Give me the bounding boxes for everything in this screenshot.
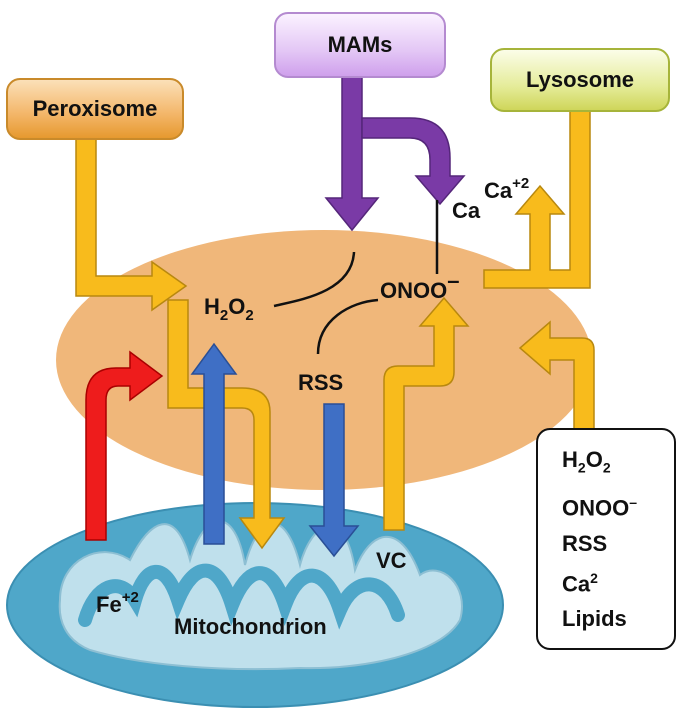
blue-arrow-rss-down (308, 403, 360, 558)
mams-label: MAMs (327, 32, 393, 57)
peroxisome-box: Peroxisome (6, 78, 184, 140)
yellow-arrow-to-mito (167, 299, 286, 550)
mitochondrion-shape (6, 502, 504, 708)
mams-arrow-down (324, 73, 380, 232)
legend-item-lipids: Lipids (562, 606, 627, 632)
label-onoo: ONOO– (380, 268, 459, 303)
lysosome-box: Lysosome (490, 48, 670, 112)
label-mitochondrion: Mitochondrion (174, 614, 327, 639)
label-vc: VC (376, 548, 407, 573)
legend-item-onoo: ONOO– (562, 494, 638, 521)
legend-item-ca: Ca2 (562, 569, 598, 597)
peroxisome-arrow (75, 135, 188, 312)
lysosome-label: Lysosome (525, 67, 634, 92)
red-arrow-fe (85, 350, 164, 541)
mams-arrow-branch (361, 117, 466, 206)
legend-arrow (518, 320, 595, 431)
connector-h2o2 (273, 251, 356, 308)
label-h2o2: H2O2 (204, 294, 254, 324)
blue-arrow-up (190, 342, 238, 545)
legend-box: H2O2 ONOO– RSS Ca2 Lipids (536, 428, 676, 650)
lysosome-arrow (483, 107, 591, 289)
cell-ellipse (56, 230, 592, 490)
mams-box: MAMs (274, 12, 446, 78)
label-fe: Fe+2 (96, 589, 139, 617)
connector-rss (316, 298, 379, 355)
label-rss: RSS (298, 370, 343, 395)
label-ca-right: Ca+2 (484, 175, 529, 203)
legend-item-rss: RSS (562, 530, 608, 556)
legend-item-h2o2: H2O2 (562, 446, 611, 476)
peroxisome-label: Peroxisome (32, 96, 158, 121)
label-ca-left: Ca (452, 198, 481, 223)
vc-arrow (383, 296, 470, 531)
